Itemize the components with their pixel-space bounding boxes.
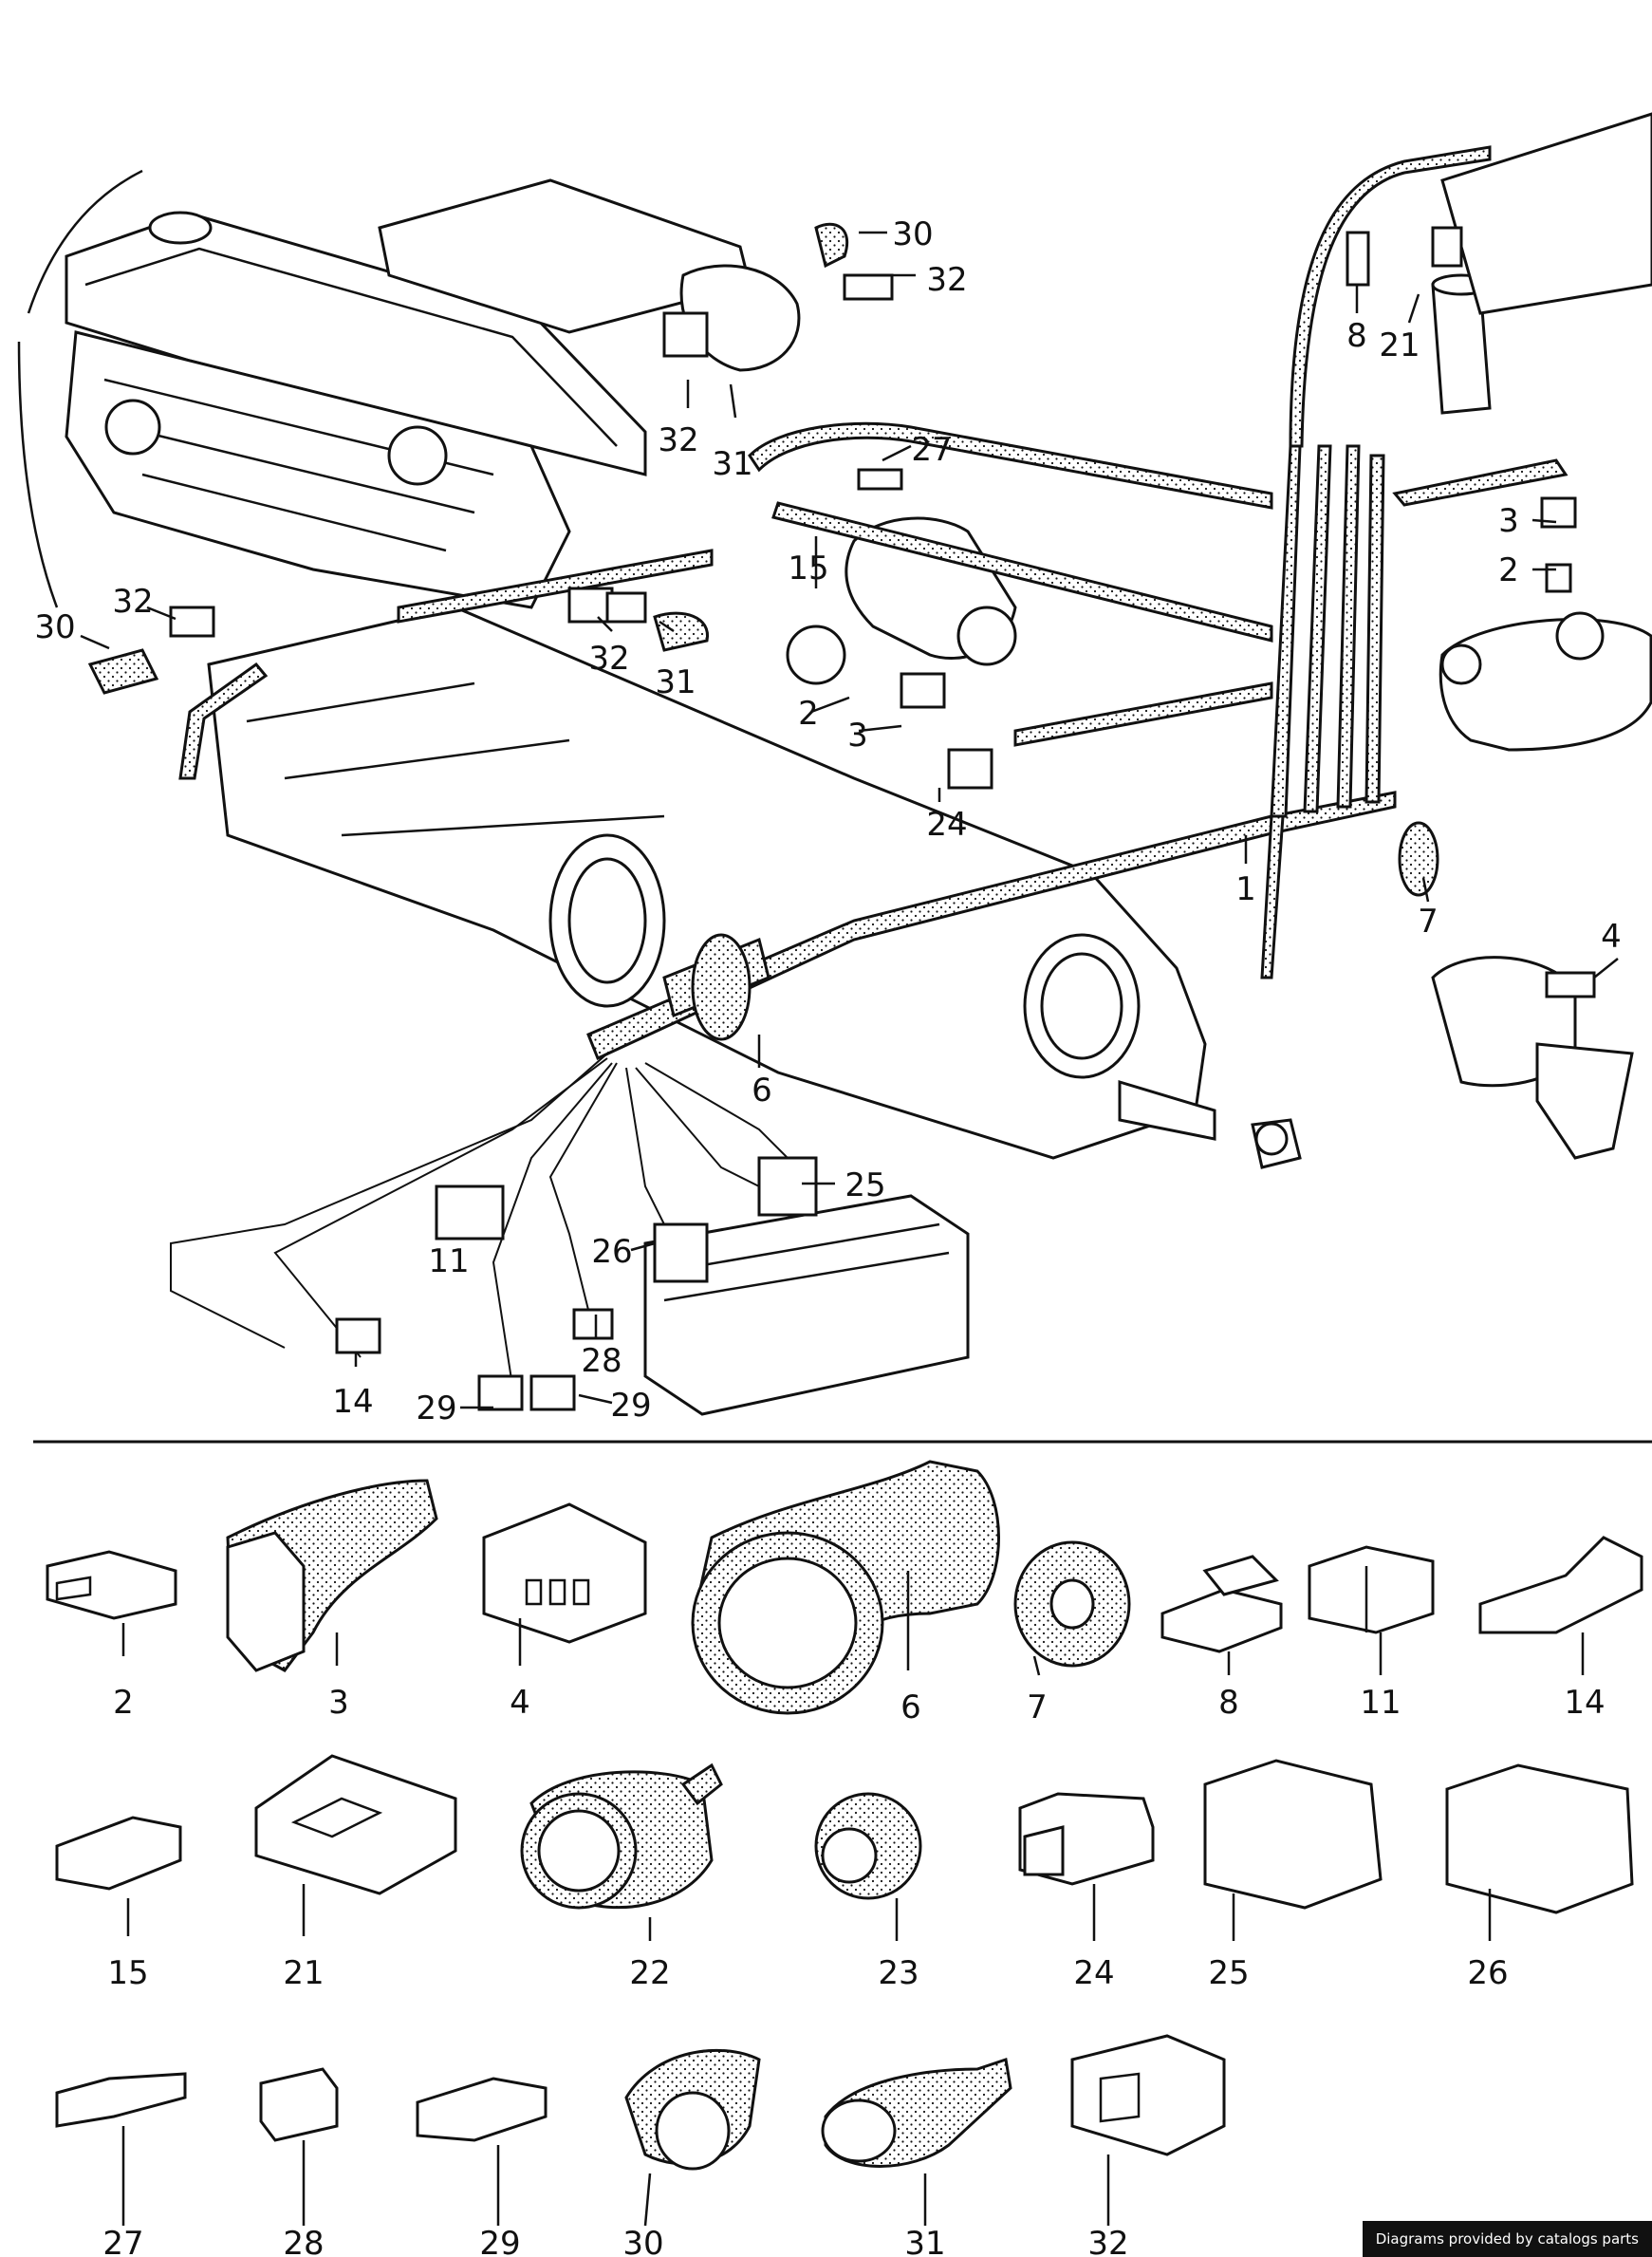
part-14-drawing xyxy=(1478,1536,1643,1634)
legend-6: 6 xyxy=(900,1688,921,1726)
callout-2b: 2 xyxy=(798,695,819,733)
legend-32: 32 xyxy=(1087,2225,1128,2257)
callout-2a: 2 xyxy=(1498,551,1519,589)
callout-1: 1 xyxy=(1235,870,1256,908)
part-25-drawing xyxy=(1203,1759,1383,1910)
legend-30: 30 xyxy=(622,2225,663,2257)
callout-30a: 30 xyxy=(892,215,933,253)
callout-32d: 32 xyxy=(588,640,629,678)
legend-28: 28 xyxy=(283,2225,324,2257)
legend-23: 23 xyxy=(878,1954,919,1992)
part-4-drawing xyxy=(482,1502,647,1644)
legend-2: 2 xyxy=(113,1684,134,1722)
callout-31b: 31 xyxy=(655,663,696,701)
callout-32a: 32 xyxy=(926,261,967,299)
callout-28: 28 xyxy=(581,1342,622,1380)
part-15-drawing xyxy=(55,1816,182,1891)
part-8-drawing xyxy=(1160,1588,1283,1653)
part-26-drawing xyxy=(1445,1763,1634,1914)
callout-4: 4 xyxy=(1601,918,1622,956)
part-27-drawing xyxy=(55,2072,187,2128)
part-28-drawing xyxy=(259,2067,339,2142)
callout-14: 14 xyxy=(332,1383,373,1421)
parts-legend-drawings xyxy=(46,1460,1643,2171)
legend-31: 31 xyxy=(904,2225,945,2257)
legend-8: 8 xyxy=(1218,1684,1239,1722)
legend-15: 15 xyxy=(107,1954,148,1992)
callout-24: 24 xyxy=(926,806,967,844)
legend-11: 11 xyxy=(1360,1684,1401,1722)
callout-32b: 32 xyxy=(658,421,698,459)
part-2-drawing xyxy=(46,1550,177,1620)
parts-legend-leaders xyxy=(121,1571,1585,2227)
upper-callout-labels: 30 32 8 21 32 31 27 3 2 15 32 30 32 31 2… xyxy=(34,215,1621,1427)
legend-24: 24 xyxy=(1073,1954,1114,1992)
legend-22: 22 xyxy=(629,1954,670,1992)
part-32-drawing xyxy=(1070,2034,1226,2156)
callout-29b: 29 xyxy=(610,1387,651,1425)
credit-badge: Diagrams provided by catalogs parts xyxy=(1362,2221,1652,2257)
callout-25: 25 xyxy=(845,1166,885,1204)
legend-27: 27 xyxy=(102,2225,143,2257)
legend-4: 4 xyxy=(510,1684,530,1722)
callout-31a: 31 xyxy=(712,445,752,483)
callout-3b: 3 xyxy=(847,717,868,755)
callout-27: 27 xyxy=(911,431,952,469)
parts-legend-labels: 2 3 4 6 7 8 11 14 15 21 22 23 24 25 26 2… xyxy=(102,1684,1605,2257)
callout-8: 8 xyxy=(1346,317,1367,355)
callout-11: 11 xyxy=(428,1242,469,1280)
callout-7: 7 xyxy=(1418,903,1439,941)
callout-26: 26 xyxy=(591,1233,632,1271)
callout-29a: 29 xyxy=(416,1390,456,1427)
callout-15: 15 xyxy=(788,550,828,588)
legend-29: 29 xyxy=(479,2225,520,2257)
callout-30b: 30 xyxy=(34,608,75,646)
callout-21: 21 xyxy=(1379,326,1420,364)
callout-32c: 32 xyxy=(112,583,153,621)
legend-26: 26 xyxy=(1467,1954,1508,1992)
legend-14: 14 xyxy=(1564,1684,1605,1722)
legend-3: 3 xyxy=(328,1684,349,1722)
legend-21: 21 xyxy=(283,1954,324,1992)
callout-3a: 3 xyxy=(1498,502,1519,540)
legend-25: 25 xyxy=(1208,1954,1249,1992)
callout-6: 6 xyxy=(752,1072,772,1110)
part-29-drawing xyxy=(416,2077,548,2142)
upper-callout-leaders xyxy=(80,231,1619,1409)
engine-assembly-illustration xyxy=(17,112,1652,1169)
part-11-drawing xyxy=(1308,1545,1435,1634)
wiring-harness xyxy=(87,145,1596,1416)
legend-7: 7 xyxy=(1027,1688,1048,1726)
